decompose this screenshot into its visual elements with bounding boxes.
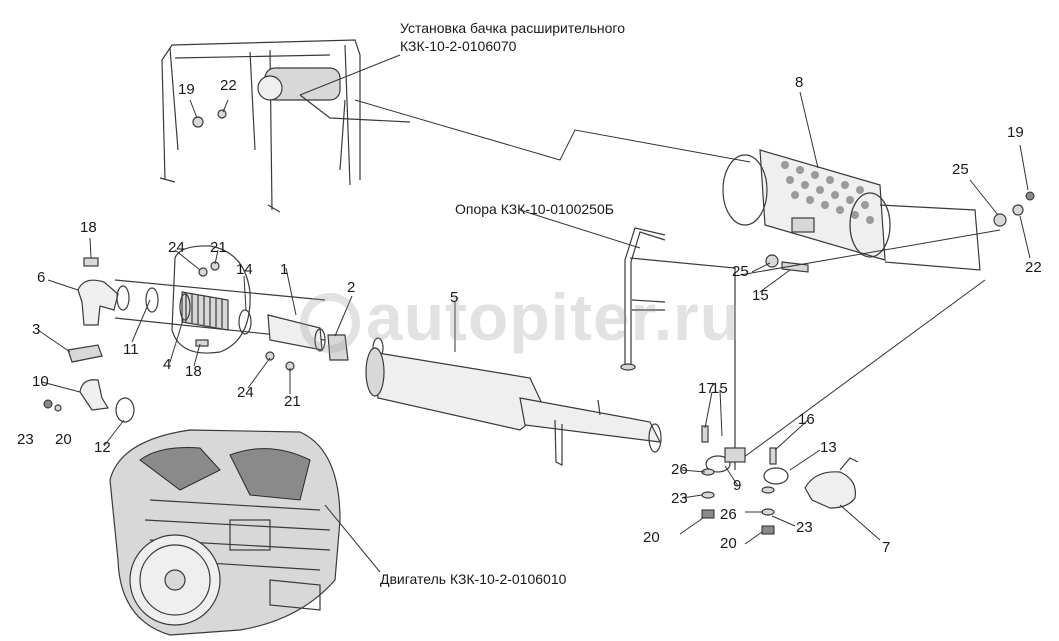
tank-to-muffler-leader bbox=[354, 99, 751, 163]
callout-label: 2 bbox=[347, 279, 356, 296]
engine bbox=[109, 429, 341, 636]
expansion-tank-title: Установка бачка расширительного КЗК-10-2… bbox=[400, 19, 625, 55]
callout-label: 19 bbox=[178, 81, 195, 98]
callout-label: 15 bbox=[711, 380, 728, 397]
callout-label: 11 bbox=[123, 341, 139, 358]
watermark-logo: autopiter.ru bbox=[300, 284, 741, 353]
callout-label: 20 bbox=[55, 431, 72, 448]
callout-label: 3 bbox=[32, 321, 41, 338]
callout-label: 23 bbox=[796, 519, 813, 536]
callout-label: 24 bbox=[168, 239, 185, 256]
callout-label: 8 bbox=[795, 74, 804, 91]
callout-label: 7 bbox=[882, 539, 891, 556]
callout-label: 21 bbox=[210, 239, 227, 256]
callout-label: 4 bbox=[163, 356, 172, 373]
callout-label: 1 bbox=[280, 261, 289, 278]
callout-label: 12 bbox=[94, 439, 111, 456]
expansion-tank-title-line1: Установка бачка расширительного bbox=[400, 20, 626, 36]
callout-label: 10 bbox=[32, 373, 49, 390]
callout-label: 14 bbox=[236, 261, 253, 278]
callout-label: 24 bbox=[237, 384, 254, 401]
callout-label: 23 bbox=[17, 431, 34, 448]
callout-label: 20 bbox=[720, 535, 737, 552]
callout-label: 13 bbox=[820, 439, 837, 456]
callout-label: 18 bbox=[185, 363, 202, 380]
support-title: Опора КЗК-10-0100250Б bbox=[455, 201, 614, 217]
callout-label: 21 bbox=[284, 393, 301, 410]
callout-label: 6 bbox=[37, 269, 46, 286]
heat-shield-assembly bbox=[722, 149, 1035, 273]
callout-label: 18 bbox=[80, 219, 97, 236]
callout-label: 26 bbox=[671, 461, 688, 478]
callout-label: 5 bbox=[450, 289, 459, 306]
callout-label: 25 bbox=[732, 263, 749, 280]
support-bracket bbox=[620, 227, 1001, 470]
callout-label: 22 bbox=[220, 77, 237, 94]
engine-title: Двигатель КЗК-10-2-0106010 bbox=[380, 571, 567, 587]
callout-label: 26 bbox=[720, 506, 737, 523]
engine-title-leader bbox=[324, 504, 381, 573]
tank-title-leader bbox=[299, 54, 401, 96]
callout-label: 20 bbox=[643, 529, 660, 546]
callout-label: 23 bbox=[671, 490, 688, 507]
expansion-tank-title-line2: КЗК-10-2-0106070 bbox=[400, 38, 517, 54]
expansion-tank-assembly bbox=[159, 39, 411, 213]
callout-label: 22 bbox=[1025, 259, 1042, 276]
callout-label: 16 bbox=[798, 411, 815, 428]
callout-label: 25 bbox=[952, 161, 969, 178]
callout-label: 9 bbox=[733, 477, 742, 494]
callout-label: 19 bbox=[1007, 124, 1024, 141]
muffler bbox=[365, 347, 662, 466]
callout-label: 15 bbox=[752, 287, 769, 304]
support-title-leader bbox=[519, 209, 641, 249]
callout-leaders bbox=[37, 91, 1031, 545]
rear-fasteners bbox=[701, 425, 859, 535]
callout-label: 17 bbox=[698, 380, 715, 397]
